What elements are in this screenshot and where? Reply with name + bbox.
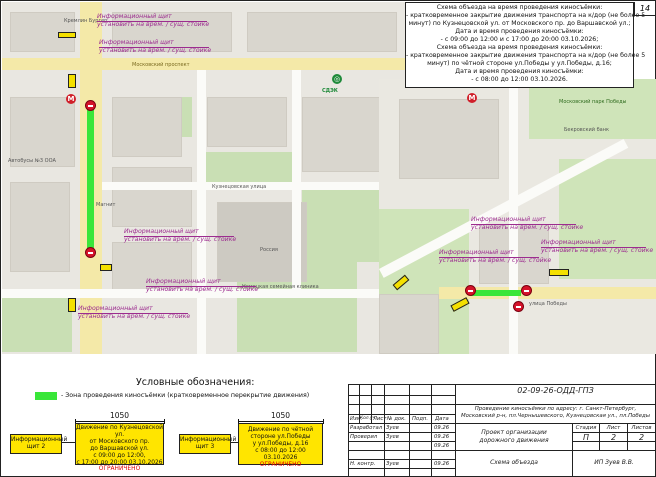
sheets-header: Листов [631,425,652,431]
notice-line: Дата и время проведения киносъёмки: [455,68,584,75]
row-date: 09.26 [434,434,450,440]
sheets-value: 2 [638,433,645,442]
row-role: Проверил [350,434,378,440]
project-description: Проведение киносъёмки по адресу: г. Санк… [460,406,651,419]
notice-line: Схема объезда на время проведения киносъ… [436,4,603,11]
row-name: Зуев [386,434,399,440]
no-entry-sign-icon [85,100,96,111]
map-label-sdek: СДЭК [322,88,338,94]
notice-line: минут) по Кузнецовской ул. от Московског… [408,20,631,27]
map-label-magnit: Магнит [96,202,116,208]
notice-line: минут) по чётной стороне ул.Победы у ул.… [427,60,612,67]
project-code: 02-09-26-ОДД-ГПЗ [517,386,594,395]
sheet-value: 2 [610,433,617,442]
closure-zone-1 [87,102,94,252]
map-label-burger: Кремлин Бургер [64,18,108,24]
info-board-icon [68,298,76,312]
header-list: Лист [373,416,387,422]
sign-board-1: Движение по Кузнецовской ул. от Московск… [75,423,164,473]
stage-value: П [582,433,589,442]
row-date: 09.26 [434,443,450,449]
zone-swatch [35,392,57,400]
metro-icon: М [467,93,477,103]
no-entry-sign-icon [85,247,96,258]
row-date: 09.26 [434,461,450,467]
map-label-moskovsky: Московский проспект [132,62,190,68]
map-pobedy[interactable]: М улица Победы Московский парк Победы Бе… [379,79,656,354]
row-date: 09.26 [434,425,450,431]
header-kol: Кол.уч. [360,416,377,421]
row-role: Разработал [350,425,383,431]
map-kuznetsovskaya[interactable]: Кремлин Бургер Московский проспект Кузне… [2,2,405,354]
notice-line: Схема объезда на время проведения киносъ… [436,44,603,51]
map-label-pobedy: улица Победы [529,301,567,307]
organization: ИП Зуев В.В. [594,459,634,466]
notice-line: Дата и время проведения киносъёмки: [455,28,584,35]
title-block: 02-09-26-ОДД-ГПЗ Проведение киносъёмки п… [348,384,656,477]
notice-line: - с 09:00 до 12:00 и с 17:00 до 20:00 03… [440,36,599,43]
no-entry-sign-icon [513,301,524,312]
map-label-bank: Бекровский банк [564,127,609,133]
notice-line: - кратковременное закрытие движения тран… [406,12,646,19]
metro-icon: ◎ [332,74,342,84]
info-board-icon [549,269,569,276]
map-label-clinic: Немецкая семейная клиника [242,284,319,290]
no-entry-sign-icon [465,285,476,296]
map-label-park: Московский парк Победы [559,99,627,105]
stage-header: Стадия [575,425,597,431]
dimension-label: 1050 [270,411,291,420]
row-name: Зуев [386,461,399,467]
sheet-title: Схема объезда [490,459,538,466]
map-label-kuznetsovskaya: Кузнецовская улица [212,184,267,190]
dimension-label: 1050 [109,411,130,420]
info-board-icon [100,264,112,271]
notice-line: - с 08:00 до 12:00 03.10.2026. [471,76,568,83]
row-name: Зуев [386,425,399,431]
no-entry-sign-icon [521,285,532,296]
info-board-icon [58,32,76,38]
legend-title: Условные обозначения: [136,377,255,388]
sheet-number: 14 [639,4,651,13]
header-sign: Подп. [412,416,429,422]
sign-board-2: Движение по чётной стороне ул.Победы у у… [238,423,323,468]
sheet-number-box: 14 [634,2,656,16]
header-doc: № док. [387,416,406,422]
closure-zone-2 [471,290,521,296]
row-role: Н. контр. [350,461,376,467]
sheet-header: Лист [606,425,621,431]
header-date: Дата [435,416,449,422]
notice-line: - кратковременное закрытие движения тран… [406,52,646,59]
metro-icon: М [66,94,76,104]
header-izm: Изм. [350,416,363,422]
map-label-russia: Россия [260,247,278,253]
legend-zone-text: - Зона проведения киносъёмки (кратковрем… [61,392,310,399]
info-board-icon [68,74,76,88]
notice-box: Схема объезда на время проведения киносъ… [405,2,646,88]
map-label-bus: Автобусы №3 ООА [8,158,56,164]
